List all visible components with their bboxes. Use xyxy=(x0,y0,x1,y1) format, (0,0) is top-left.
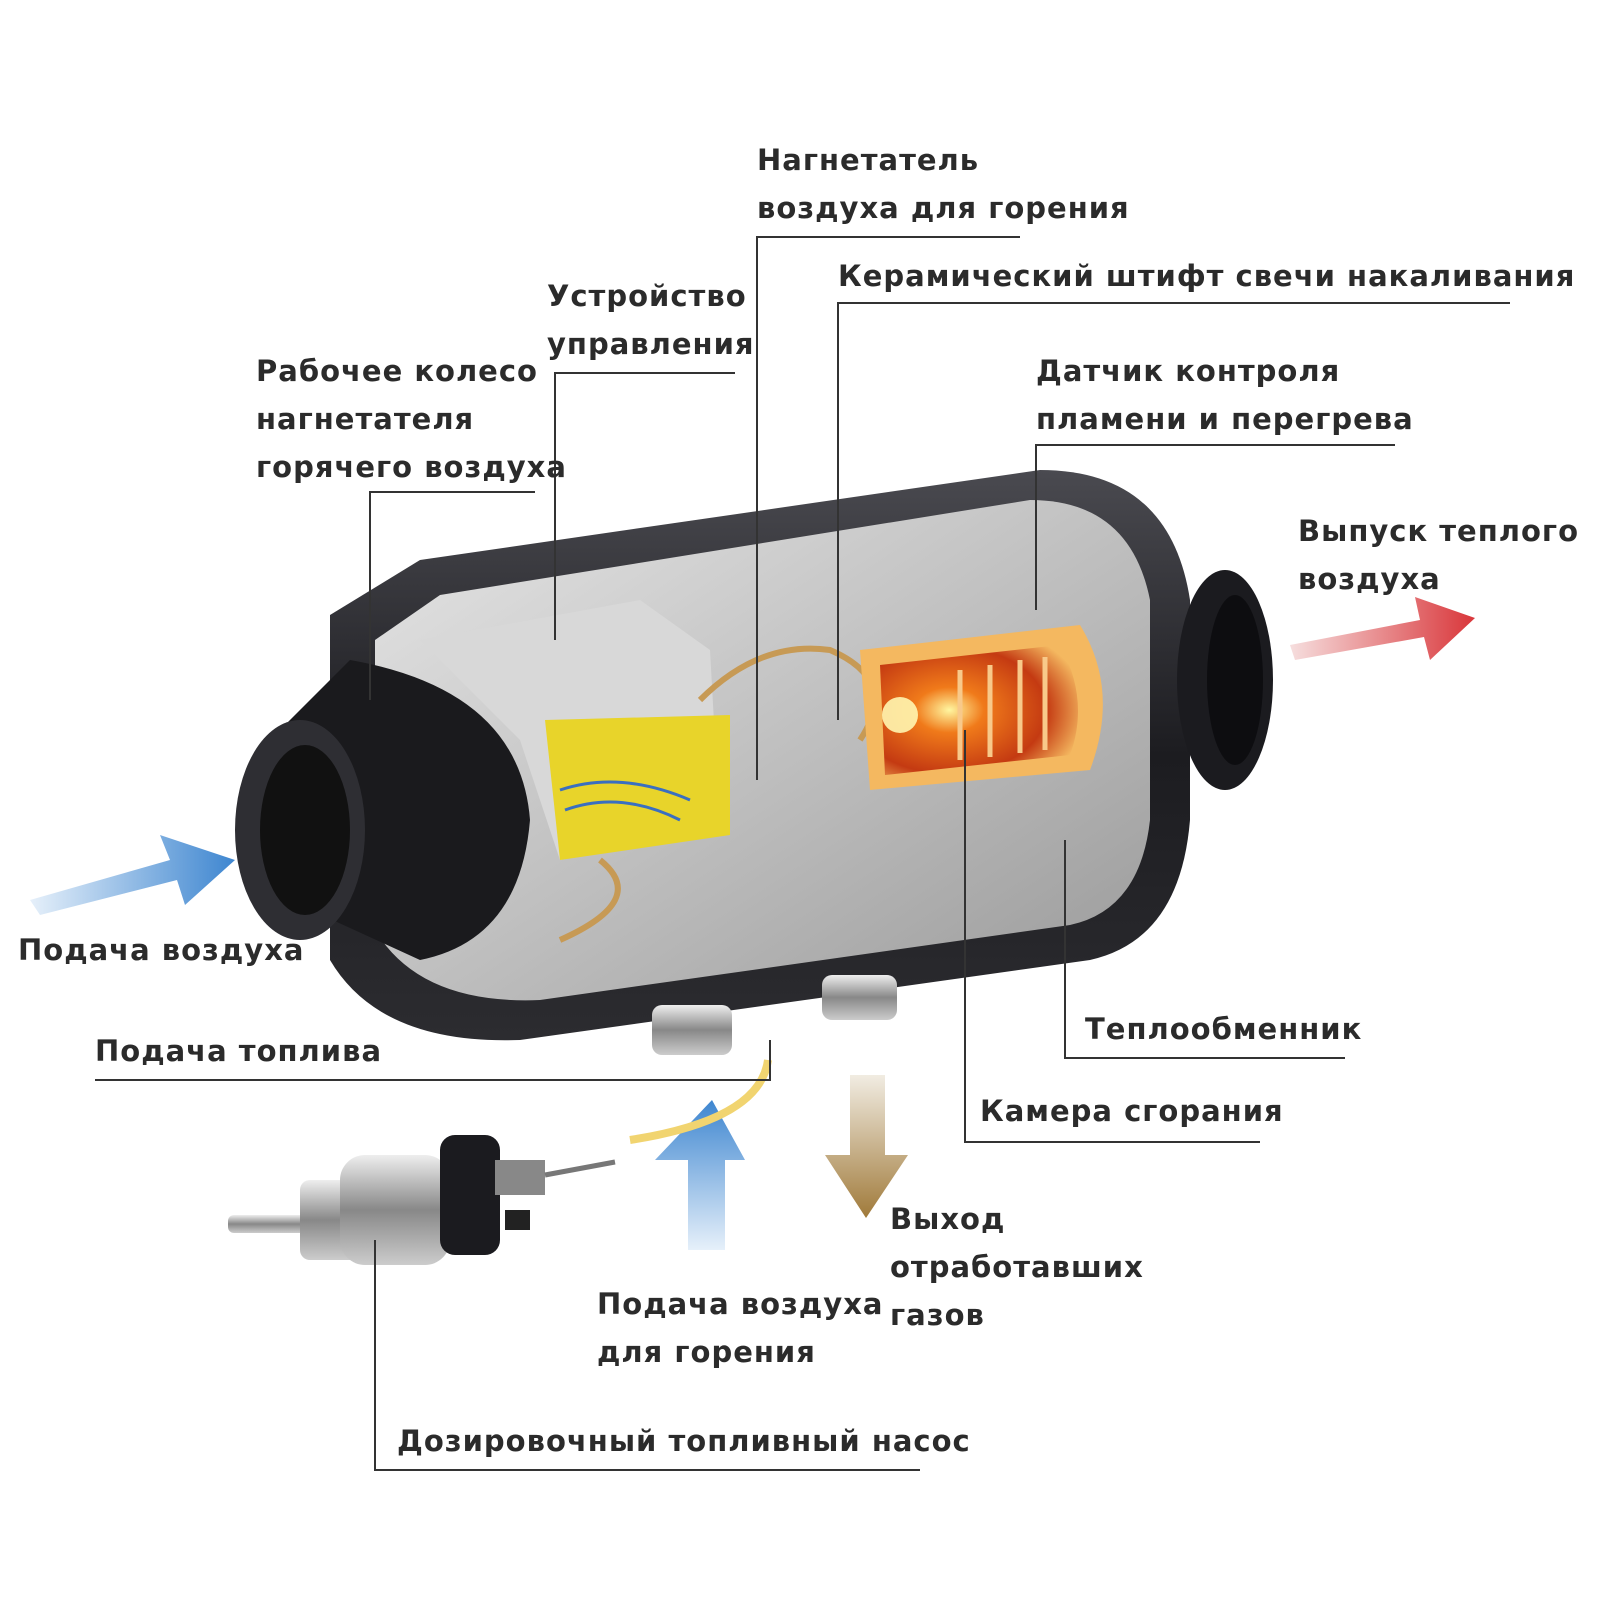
intake-cone xyxy=(235,660,530,960)
fuel-line xyxy=(629,1059,772,1144)
label-control-unit: Устройство управления xyxy=(547,272,755,368)
fuel-connector xyxy=(652,1005,732,1055)
label-air-intake: Подача воздуха xyxy=(18,926,304,974)
combustion-air-arrow xyxy=(655,1100,745,1250)
exhaust-connector xyxy=(822,975,897,1020)
label-line: отработавших xyxy=(890,1250,1144,1284)
label-line: Выпуск теплого xyxy=(1298,514,1579,548)
label-line: Подача воздуха xyxy=(18,933,305,967)
label-line: Керамический штифт свечи накаливания xyxy=(838,259,1576,293)
label-impeller: Рабочее колесо нагнетателя горячего воздух… xyxy=(256,347,567,491)
label-glow-pin: Керамический штифт свечи накаливания xyxy=(838,252,1575,300)
label-heat-exchanger: Теплообменник xyxy=(1085,1005,1362,1053)
label-line: газов xyxy=(890,1298,985,1332)
label-line: Дозировочный топливный насос xyxy=(397,1424,971,1458)
label-line: Выход xyxy=(890,1202,1006,1236)
label-exhaust: Выход отработавших газов xyxy=(890,1195,1144,1339)
label-line: Датчик контроля xyxy=(1036,354,1341,388)
label-line: Подача топлива xyxy=(95,1034,383,1068)
label-fuel-supply: Подача топлива xyxy=(95,1027,382,1075)
label-line: для горения xyxy=(597,1335,816,1369)
label-combustion-blower: Нагнетатель воздуха для горения xyxy=(757,136,1130,232)
label-line: Камера сгорания xyxy=(980,1094,1284,1128)
label-fuel-pump: Дозировочный топливный насос xyxy=(397,1417,971,1465)
label-line: управления xyxy=(547,327,755,361)
label-combustion-chamber: Камера сгорания xyxy=(980,1087,1284,1135)
label-line: Рабочее колесо xyxy=(256,354,538,388)
air-intake-arrow xyxy=(30,835,235,915)
label-line: Теплообменник xyxy=(1085,1012,1363,1046)
label-line: Подача воздуха xyxy=(597,1287,884,1321)
exhaust-arrow xyxy=(825,1075,908,1218)
label-line: Устройство xyxy=(547,279,747,313)
label-line: пламени и перегрева xyxy=(1036,402,1414,436)
warm-air-arrow xyxy=(1290,597,1475,660)
label-warm-air-outlet: Выпуск теплого воздуха xyxy=(1298,507,1579,603)
label-line: нагнетателя xyxy=(256,402,475,436)
label-combustion-air: Подача воздуха для горения xyxy=(597,1280,883,1376)
control-board xyxy=(545,715,730,860)
label-line: Нагнетатель xyxy=(757,143,980,177)
label-line: воздуха для горения xyxy=(757,191,1130,225)
leader-lines xyxy=(95,236,1510,1471)
label-line: горячего воздуха xyxy=(256,450,567,484)
label-line: воздуха xyxy=(1298,562,1441,596)
fuel-pump xyxy=(228,1135,616,1265)
label-flame-sensor: Датчик контроля пламени и перегрева xyxy=(1036,347,1414,443)
